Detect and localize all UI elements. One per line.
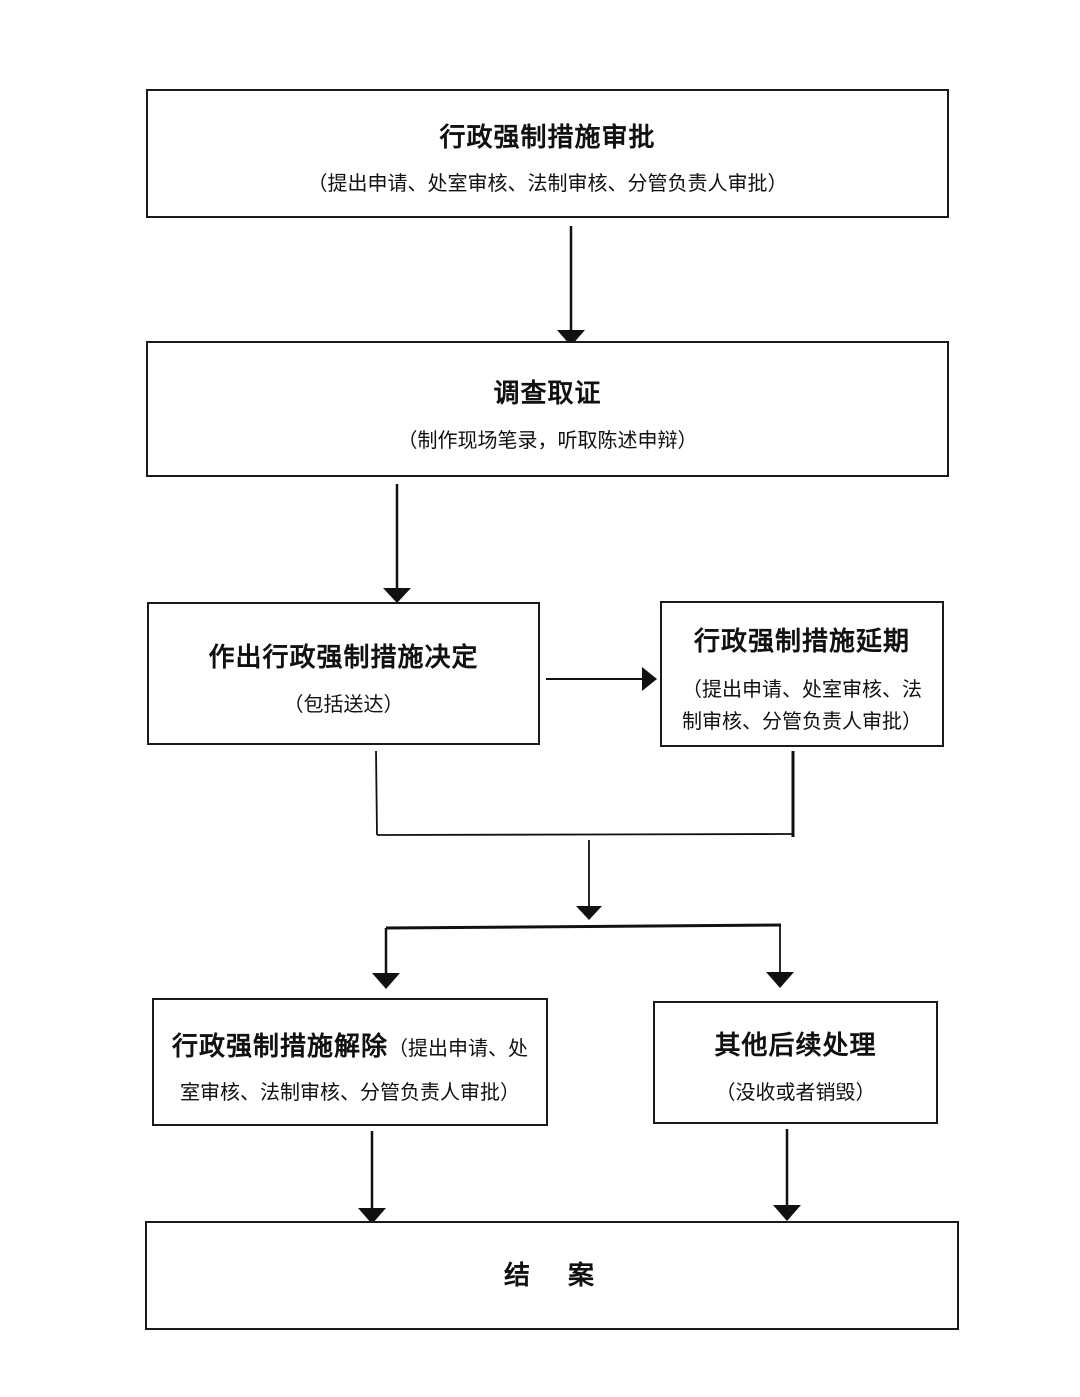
connector-decision-down — [375, 750, 378, 836]
arrow-release-to-close — [358, 1208, 386, 1224]
other-step-detail: （没收或者销毁） — [715, 1080, 876, 1104]
decision-step-title: 作出行政强制措施决定 — [208, 643, 479, 673]
release-step-detail-line1: （提出申请、处 — [388, 1036, 528, 1060]
investigation-step-title: 调查取证 — [493, 379, 602, 409]
investigation-step-detail: （制作现场笔录，听取陈述申辩） — [397, 428, 698, 452]
other-step-title: 其他后续处理 — [714, 1031, 877, 1061]
extension-step-detail-line2: 制审核、分管负责人审批） — [682, 709, 922, 733]
close-step-box: 结 案 — [145, 1221, 959, 1330]
approval-step-detail: （提出申请、处室审核、法制审核、分管负责人审批） — [307, 171, 788, 195]
extension-step-detail-line1: （提出申请、处室审核、法 — [682, 677, 922, 701]
arrow-merge-down — [576, 906, 602, 920]
release-step-detail-line2: 室审核、法制审核、分管负责人审批） — [180, 1080, 520, 1104]
arrow-to-other — [766, 972, 794, 988]
other-step-box: 其他后续处理 （没收或者销毁） — [653, 1001, 938, 1124]
approval-step-title: 行政强制措施审批 — [439, 123, 656, 153]
close-step-title: 结 案 — [503, 1261, 600, 1291]
extension-step-box: 行政强制措施延期 （提出申请、处室审核、法 制审核、分管负责人审批） — [660, 601, 944, 747]
approval-step-box: 行政强制措施审批 （提出申请、处室审核、法制审核、分管负责人审批） — [146, 89, 949, 218]
arrow-investigation-to-decision — [383, 588, 411, 603]
decision-step-detail: （包括送达） — [283, 692, 404, 716]
arrow-approval-to-investigation — [557, 330, 585, 346]
investigation-step-box: 调查取证 （制作现场笔录，听取陈述申辩） — [146, 341, 949, 477]
release-step-line1: 行政强制措施解除（提出申请、处 — [154, 1026, 546, 1063]
extension-step-title: 行政强制措施延期 — [693, 627, 910, 657]
connector-split-horizontal — [385, 923, 782, 930]
connector-merge-horizontal — [376, 833, 795, 836]
arrow-decision-to-extension — [642, 667, 657, 691]
release-step-title: 行政强制措施解除 — [171, 1032, 388, 1062]
arrow-to-release — [372, 973, 400, 989]
arrow-other-to-close — [773, 1205, 801, 1221]
decision-step-box: 作出行政强制措施决定 （包括送达） — [147, 602, 540, 745]
release-step-box: 行政强制措施解除（提出申请、处 室审核、法制审核、分管负责人审批） — [152, 998, 548, 1126]
